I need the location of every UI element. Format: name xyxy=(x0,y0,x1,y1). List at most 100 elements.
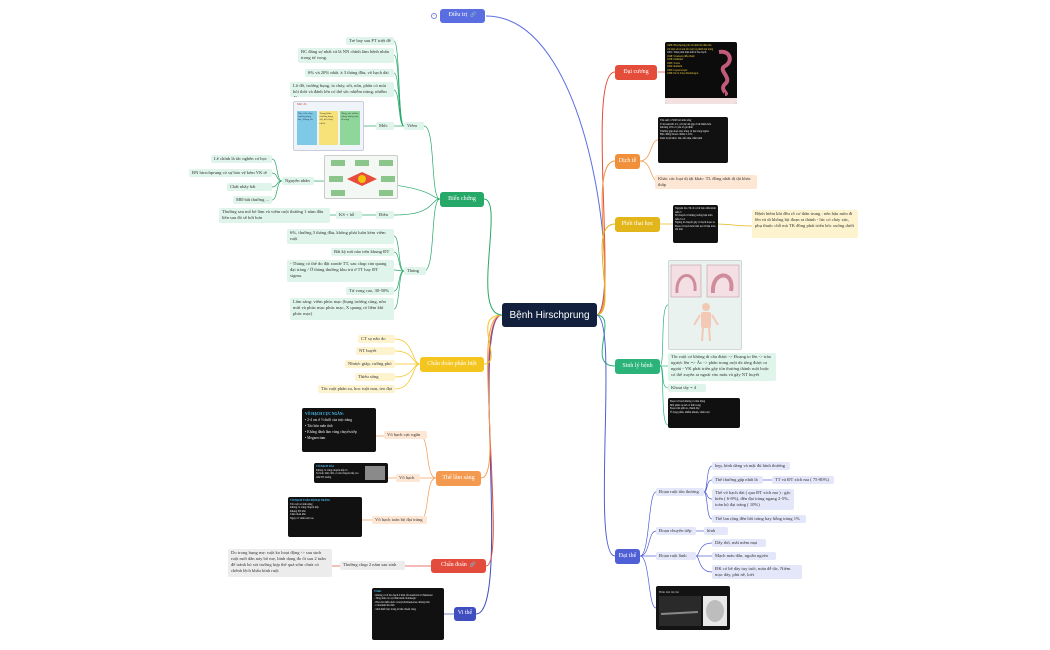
image-line: 1964: Rehbein xyxy=(667,65,683,68)
image-line: Nguyên bào TK di cư từ mào thần kinh tuầ… xyxy=(675,207,716,214)
vo-hach-cuc-ngan-image: VÔ HẠCH CỰC NGẮN: • 2-4 cm ở ½ dưới của … xyxy=(302,408,376,452)
nguyen-nhan-item[interactable]: BN hirschprung có sự bảo vệ kém VK tế xyxy=(189,169,272,177)
dai-the-doan-ruot-ton-thuong[interactable]: Đoạn ruột tổn thương xyxy=(656,488,704,496)
nguyen-nhan-item[interactable]: Chất nhầy bất thường xyxy=(227,183,272,191)
cdpb-item[interactable]: NT huyết xyxy=(356,347,395,355)
vo-hach-toan-bo-label[interactable]: Vô hạch toàn bộ đại tràng xyxy=(372,516,427,524)
collapse-toggle[interactable]: − xyxy=(431,13,437,19)
image-line: 1963: Soave xyxy=(667,61,680,65)
dich-te-note[interactable]: Khác các loại dị tật khác: TL đồng nhất … xyxy=(655,175,757,189)
dai-the-the-thuong-gap[interactable]: Thể thường gặp nhất là xyxy=(712,476,763,484)
image-line: - Không có tế bào hạch ở đám rối Auerbac… xyxy=(374,593,433,597)
sinh-ly-anatomy-image xyxy=(668,260,742,350)
dai-the-lan-rong[interactable]: Thể lan rộng đến hồi tràng hay hỗng tràn… xyxy=(712,515,806,523)
specimen-illustration: Hình ảnh đại thể xyxy=(659,589,727,626)
image-bullet: Không có vùng chuyển tiếp rõ xyxy=(316,468,348,472)
anatomy-illustration xyxy=(670,264,740,342)
thung-ruot-item[interactable]: - Thủng có thể do đặt xonde TT, sau chụp… xyxy=(287,260,394,282)
image-line: Tần suất: 1/5000 trẻ sinh sống xyxy=(660,119,692,122)
dai-the-image: Hình ảnh đại thể xyxy=(656,586,730,630)
branch-dieu-tri[interactable]: Điều trị 🔗 xyxy=(440,9,485,23)
link-dai-the xyxy=(595,314,616,557)
link-icon[interactable]: 🔗 xyxy=(469,562,477,568)
link-icon[interactable]: 🔗 xyxy=(470,12,477,18)
image-line: Đoạn vô hạch không có nhu động xyxy=(670,400,706,403)
nguyen-nhan-diagram xyxy=(324,155,398,199)
vo-hach-cuc-ngan-label[interactable]: Vô hạch cực ngắn xyxy=(384,431,427,439)
image-title: VÔ HẠCH TOÀN BỘ ĐẠI TRÀNG xyxy=(290,499,331,502)
chan-doan-note[interactable]: Do trong bụng mẹ: ruột ko hoạt động -> s… xyxy=(228,549,332,577)
link-cdpb xyxy=(483,314,503,365)
dai-the-mach-mau[interactable]: Mạch máu dãn, ngoằn ngoèo xyxy=(712,552,776,560)
dai-the-dk-be-day[interactable]: ĐK có bề dày tuy tuổi, máu dễ tắc, Niêm … xyxy=(712,565,802,579)
root-node[interactable]: Bệnh Hirschprung xyxy=(502,303,597,327)
image-line: 1958: Duhamel xyxy=(667,58,684,61)
muc-do-label[interactable]: Mức độ xyxy=(376,122,394,130)
thung-ruot-item[interactable]: Tử vong cao, 30-50% xyxy=(346,287,394,295)
branch-chan-doan[interactable]: Chẩn đoán 🔗 xyxy=(431,559,486,573)
viem-ruot-item[interactable]: 6% và 20% nhất. à 3 tháng đầu, vô hạch d… xyxy=(305,69,394,77)
dai-the-day-tho[interactable]: Dãy thồ, mắt mềm mại xyxy=(712,539,766,547)
thung-ruot-item[interactable]: Bắt kỳ nơi nào trên khung ĐT xyxy=(331,248,394,256)
dai-the-hinh-pheu[interactable]: hình phễu xyxy=(704,527,728,535)
branch-chan-doan-phan-biet[interactable]: Chẩn đoán phân biệt xyxy=(420,357,484,372)
cdpb-item[interactable]: Nhược giáp, cường phó giáp xyxy=(345,360,395,368)
image-line: 1995: Laparoscopic xyxy=(667,68,688,72)
vi-the-image: Vi thể: - Không có tế bào hạch ở đám rối… xyxy=(372,588,444,640)
dai-cuong-image: 1886: Hirschprung mô tả bệnh lần đầu tiê… xyxy=(665,42,737,104)
branch-sinh-ly-benh[interactable]: Sinh lý bệnh xyxy=(615,359,660,374)
image-line: - Tăng sinh các sợi thần kinh cholinergi… xyxy=(374,597,417,600)
branch-vi-the[interactable]: Vi thể xyxy=(454,607,476,621)
vo-hach-dai-label[interactable]: Vô hạch dài xyxy=(396,474,420,482)
nguyen-nhan-item[interactable]: Lê chính là tắc nghẽn cơ học xyxy=(211,155,272,163)
branch-phoi-thai-hoc[interactable]: Phôi thai học xyxy=(615,217,660,232)
thung-ruot-item[interactable]: 6%, thường 3 tháng đầu, không phải luôn … xyxy=(287,229,394,244)
khoai-tay-note[interactable]: Khoai tây = 4 quả xyxy=(668,384,706,392)
image-bullet: • Không đánh làm vùng chuyển tiếp xyxy=(305,430,357,435)
branch-dai-the[interactable]: Đại thể xyxy=(615,549,640,564)
sinh-ly-text-image: Đoạn vô hạch không có nhu động Mất phản … xyxy=(668,398,740,428)
nguyen-nhan-item[interactable]: MĐ bất thường ... xyxy=(233,196,272,204)
thung-ruot-item[interactable]: Lâm sàng: viêm phúc mạc (bụng trướng căn… xyxy=(290,298,394,320)
link-the-lam-sang xyxy=(480,314,503,479)
nguyen-nhan-label[interactable]: Nguyên nhân xyxy=(282,177,314,185)
ks-ho-tro-note[interactable]: Thường sau mổ bé làm và viêm ruột thường… xyxy=(219,208,330,223)
bc-dieu-tri-label[interactable]: Điều trị xyxy=(376,211,394,219)
dai-the-vo-hach-dai[interactable]: Thể vô hạch dài ( qua ĐT xích ma ) : gặc… xyxy=(712,489,794,510)
viem-ruot-item[interactable]: Lờ đờ, trướng bụng, ỉa chảy, sốt, nôn, p… xyxy=(290,82,394,97)
viem-ruot-item[interactable]: Trẻ hay sau PT triệt để xyxy=(346,37,394,45)
link-phoi-thai xyxy=(595,223,616,316)
dai-the-hep[interactable]: hẹp, hình dáng và mặt đủ bình thường xyxy=(712,462,790,470)
viem-ruot-item[interactable]: BC đáng sợ nhất và là NN chính làm bệnh … xyxy=(298,48,394,63)
image-line: Đoạn vô hạch luôn liên tục từ hậu môn lê… xyxy=(675,224,716,232)
dai-the-tt-dt[interactable]: TT và ĐT xích ma ( 75-80%) xyxy=(772,476,834,484)
muc-do-card: Nhẹ: tiêu chảy, chướng bụng nhẹ, không s… xyxy=(297,110,317,145)
cdpb-item[interactable]: Tắc ruột phân su, hoc ruột non, teo đại … xyxy=(318,385,395,393)
image-bullet: Sổ hoặc tính chất, có nút chuyển tiếp ca… xyxy=(316,472,359,479)
image-line: Vi thể: xyxy=(374,590,382,593)
branch-the-lam-sang[interactable]: Thể lâm sàng xyxy=(436,471,481,486)
image-line: - Sinh thiết trực tràng là tiêu chuẩn và… xyxy=(374,607,416,611)
image-line: 1901: Tittel phát hiện mất tế bào hạch xyxy=(667,51,707,54)
viem-ruot-label[interactable]: Viêm ruột xyxy=(404,122,424,130)
image-bullet: Khung ĐT nhỏ xyxy=(290,509,306,513)
thung-ruot-label[interactable]: Thủng ruột xyxy=(404,267,426,275)
image-line: Di chuyển từ miệng xuống hậu môn tuần 5-… xyxy=(675,214,713,221)
cdpb-item[interactable]: CT sọ não do sản khoa xyxy=(358,335,395,343)
ks-ho-tro-label[interactable]: KS + hỗ trợ xyxy=(336,211,362,219)
chan-doan-thuong-chup[interactable]: Thường chụp 2 năm sau sinh xyxy=(340,561,405,570)
branch-dai-cuong[interactable]: Đại cương xyxy=(615,65,657,80)
dai-the-doan-chuyen-tiep[interactable]: Đoạn chuyển tiếp xyxy=(656,527,696,535)
image-bullet: Nguy cơ viêm ruột cao xyxy=(290,516,314,520)
branch-bien-chung[interactable]: Biến chứng xyxy=(440,192,484,207)
branch-dich-te[interactable]: Dịch tễ xyxy=(615,154,640,169)
sinh-ly-note[interactable]: Tắc ruột cơ không di cầu được -> Đoạng t… xyxy=(668,353,776,381)
image-line: Kèm dị tật khác: tim, tiết niệu, thần ki… xyxy=(660,136,703,140)
image-line: 1886: Hirschprung mô tả bệnh lần đầu tiê… xyxy=(667,44,714,51)
link-vi-the xyxy=(475,314,503,615)
vo-hach-toan-bo-image: VÔ HẠCH TOÀN BỘ ĐẠI TRÀNG Tắc ruột sơ si… xyxy=(288,497,362,537)
dai-the-doan-ruot-lanh[interactable]: Đoạn ruột lành xyxy=(656,552,696,560)
cdpb-item[interactable]: Thiểu sống thượng thận xyxy=(355,373,395,381)
image-line: Mất phản xạ mở cơ thắt trong xyxy=(670,403,701,407)
phoi-thai-note[interactable]: Bệnh hiếm khi đều rõ cơ thần trung : nên… xyxy=(752,210,858,238)
